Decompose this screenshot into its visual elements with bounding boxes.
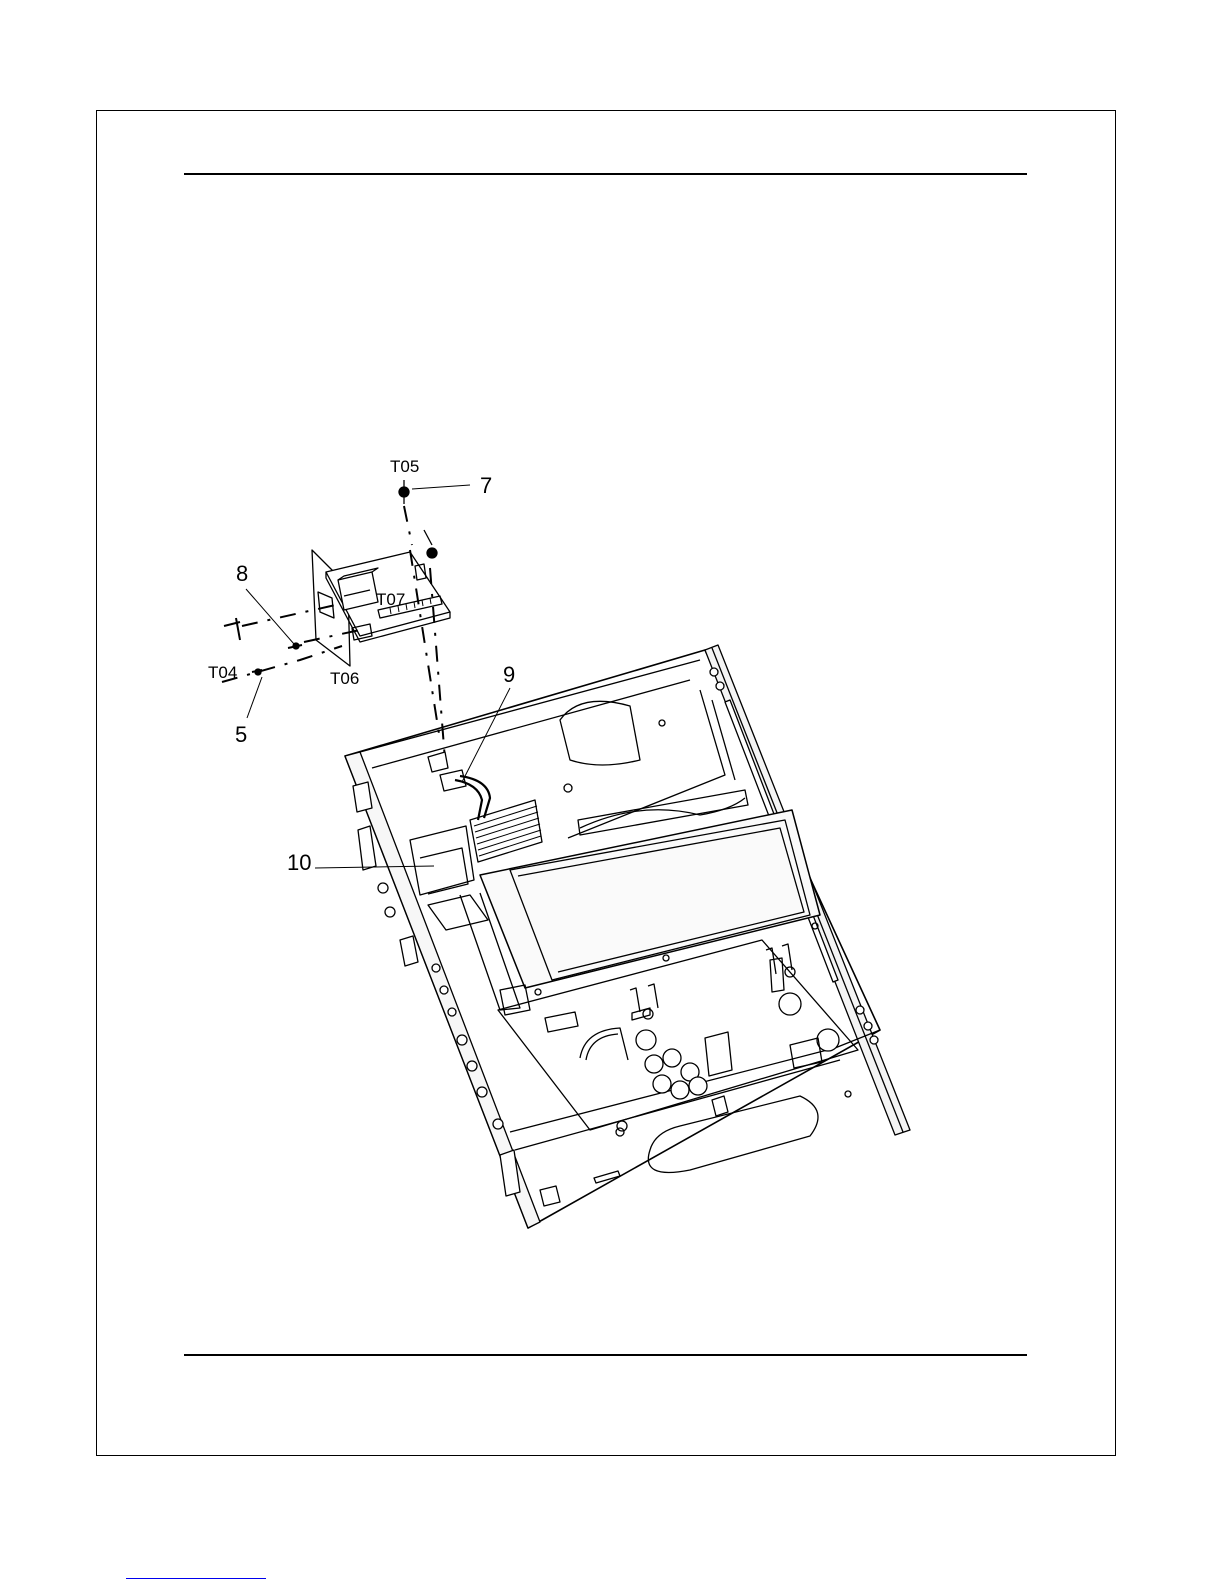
callout-labels: T05 7 8 T07 T04 T06 5 9 10	[208, 457, 515, 875]
callout-t06: T06	[330, 669, 359, 688]
callout-7: 7	[480, 473, 492, 498]
screw-board	[424, 530, 437, 558]
callout-8: 8	[236, 561, 248, 586]
screw-item8	[288, 643, 302, 649]
callout-t05: T05	[390, 457, 419, 476]
callout-9: 9	[503, 662, 515, 687]
bottom-link-underline[interactable]	[126, 1578, 266, 1579]
callout-10: 10	[287, 850, 311, 875]
screw-t05	[399, 480, 409, 504]
chassis	[345, 645, 910, 1228]
callout-5: 5	[235, 722, 247, 747]
callout-t04: T04	[208, 663, 237, 682]
screw-t04-upper	[224, 618, 240, 640]
callout-t07: T07	[376, 590, 405, 609]
